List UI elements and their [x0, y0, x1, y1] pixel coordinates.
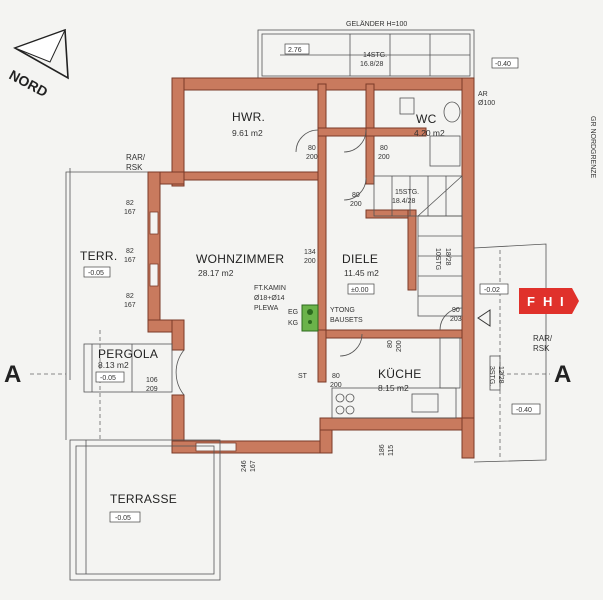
north-label: NORD — [7, 67, 51, 100]
dim-kueche-left-h: 200 — [330, 382, 342, 389]
interior-walls — [183, 83, 463, 383]
stair-top-1: 14STG. — [363, 52, 387, 59]
ytong-2: BAUSETS — [330, 317, 363, 324]
room-wc-area: 4.20 m2 — [414, 128, 445, 138]
level-diele: ±0.00 — [351, 287, 369, 294]
room-kueche-area: 8.15 m2 — [378, 383, 409, 393]
level-top-right: -0.40 — [495, 61, 511, 68]
ar-2: Ø100 — [478, 100, 495, 107]
dim-pergola-w: 106 — [146, 377, 158, 384]
kamin-3: PLEWA — [254, 305, 279, 312]
kitchen-fixtures — [331, 337, 461, 419]
fhi-logo: F H I — [519, 288, 579, 314]
section-left: A — [4, 361, 21, 388]
stair-right-2: 12/28 — [497, 366, 504, 384]
logo-badge — [519, 288, 579, 314]
dim-stair-h: 200 — [350, 201, 362, 208]
dim-entry-h: 203 — [450, 316, 462, 323]
room-pergola: PERGOLA — [98, 347, 158, 361]
dim-entry-w: 90 — [452, 307, 460, 314]
dim-kueche-bottom-a: 186 — [379, 444, 386, 456]
doors — [175, 129, 463, 396]
logo-letter-i: I — [560, 294, 564, 309]
dim-hwr-w: 80 — [308, 145, 316, 152]
stair-inner-1: 10STG — [434, 248, 441, 270]
room-terrasse: TERRASSE — [110, 492, 177, 506]
ar-1: AR — [478, 91, 488, 98]
dim-kueche-top-h: 200 — [396, 340, 403, 352]
level-terrasse: -0.05 — [115, 515, 131, 522]
kamin-2: Ø18+Ø14 — [254, 295, 285, 302]
level-pergola: -0.05 — [100, 375, 116, 382]
stair-mid-2: 18.4/28 — [392, 198, 415, 205]
dim-diele-h: 200 — [304, 258, 316, 265]
rar-left-1: RAR/ — [126, 153, 146, 162]
room-wc: WC — [416, 112, 437, 126]
section-right: A — [554, 361, 571, 388]
dim-w1-b: 167 — [124, 209, 136, 216]
stair-top-2: 16.8/28 — [360, 61, 383, 68]
dim-w2-a: 82 — [126, 248, 134, 255]
room-wohnzimmer-area: 28.17 m2 — [198, 268, 234, 278]
room-terr: TERR. — [80, 249, 118, 263]
logo-letter-f: F — [527, 294, 535, 309]
room-wohnzimmer: WOHNZIMMER — [196, 252, 284, 266]
dim-w1-a: 82 — [126, 200, 134, 207]
dim-pergola-h: 209 — [146, 386, 158, 393]
room-diele: DIELE — [342, 252, 378, 266]
room-kueche: KÜCHE — [378, 367, 422, 381]
rar-right-2: RSK — [533, 344, 550, 353]
dim-bottom-b: 167 — [250, 460, 257, 472]
st-label: ST — [298, 373, 308, 380]
dim-diele-w: 134 — [304, 249, 316, 256]
wc-fixtures — [399, 97, 461, 167]
staircase: 15STG. 18.4/28 10STG 18/28 — [373, 175, 463, 317]
dim-stair-w: 80 — [352, 192, 360, 199]
dim-w3-a: 82 — [126, 293, 134, 300]
stair-inner-2: 18/28 — [444, 248, 451, 266]
level-right-low: -0.40 — [516, 407, 532, 414]
room-hwr: HWR. — [232, 110, 265, 124]
dim-wc-h: 200 — [378, 154, 390, 161]
rar-right-1: RAR/ — [533, 334, 553, 343]
logo-letter-h: H — [543, 294, 552, 309]
dim-kueche-bottom-b: 115 — [388, 445, 395, 456]
eg-label: EG — [288, 309, 298, 316]
level-right-mid: -0.02 — [484, 287, 500, 294]
ytong-1: YTONG — [330, 307, 355, 314]
kamin-1: FT.KAMIN — [254, 285, 286, 292]
dim-kueche-top-w: 80 — [387, 340, 394, 348]
dim-wc-w: 80 — [380, 145, 388, 152]
level-terr: -0.05 — [88, 270, 104, 277]
outdoor-areas — [65, 168, 221, 581]
dim-w3-b: 167 — [124, 302, 136, 309]
room-diele-area: 11.45 m2 — [344, 268, 379, 278]
boundary-label: GR NORDGRENZE — [589, 116, 596, 179]
balcony-railing: 2.76 GELÄNDER H=100 14STG. 16.8/28 — [257, 20, 475, 81]
rar-left-2: RSK — [126, 163, 143, 172]
level-top-stair: 2.76 — [288, 47, 302, 54]
stair-mid-1: 15STG. — [395, 189, 419, 196]
right-side-details: -0.02 -0.40 3STG. 12/28 RAR/ RSK AR Ø100… — [473, 91, 596, 463]
dim-w2-b: 167 — [124, 257, 136, 264]
dim-kueche-left-w: 80 — [332, 373, 340, 380]
stair-right-1: 3STG. — [488, 366, 495, 386]
chimney — [301, 304, 319, 332]
railing-label: GELÄNDER H=100 — [346, 20, 407, 28]
room-hwr-area: 9.61 m2 — [232, 128, 263, 138]
kg-label: KG — [288, 320, 298, 327]
room-pergola-area: 8.13 m2 — [98, 360, 129, 370]
dim-bottom-a: 246 — [241, 460, 248, 472]
north-arrow: NORD — [7, 28, 69, 100]
dim-hwr-h: 200 — [306, 154, 318, 161]
